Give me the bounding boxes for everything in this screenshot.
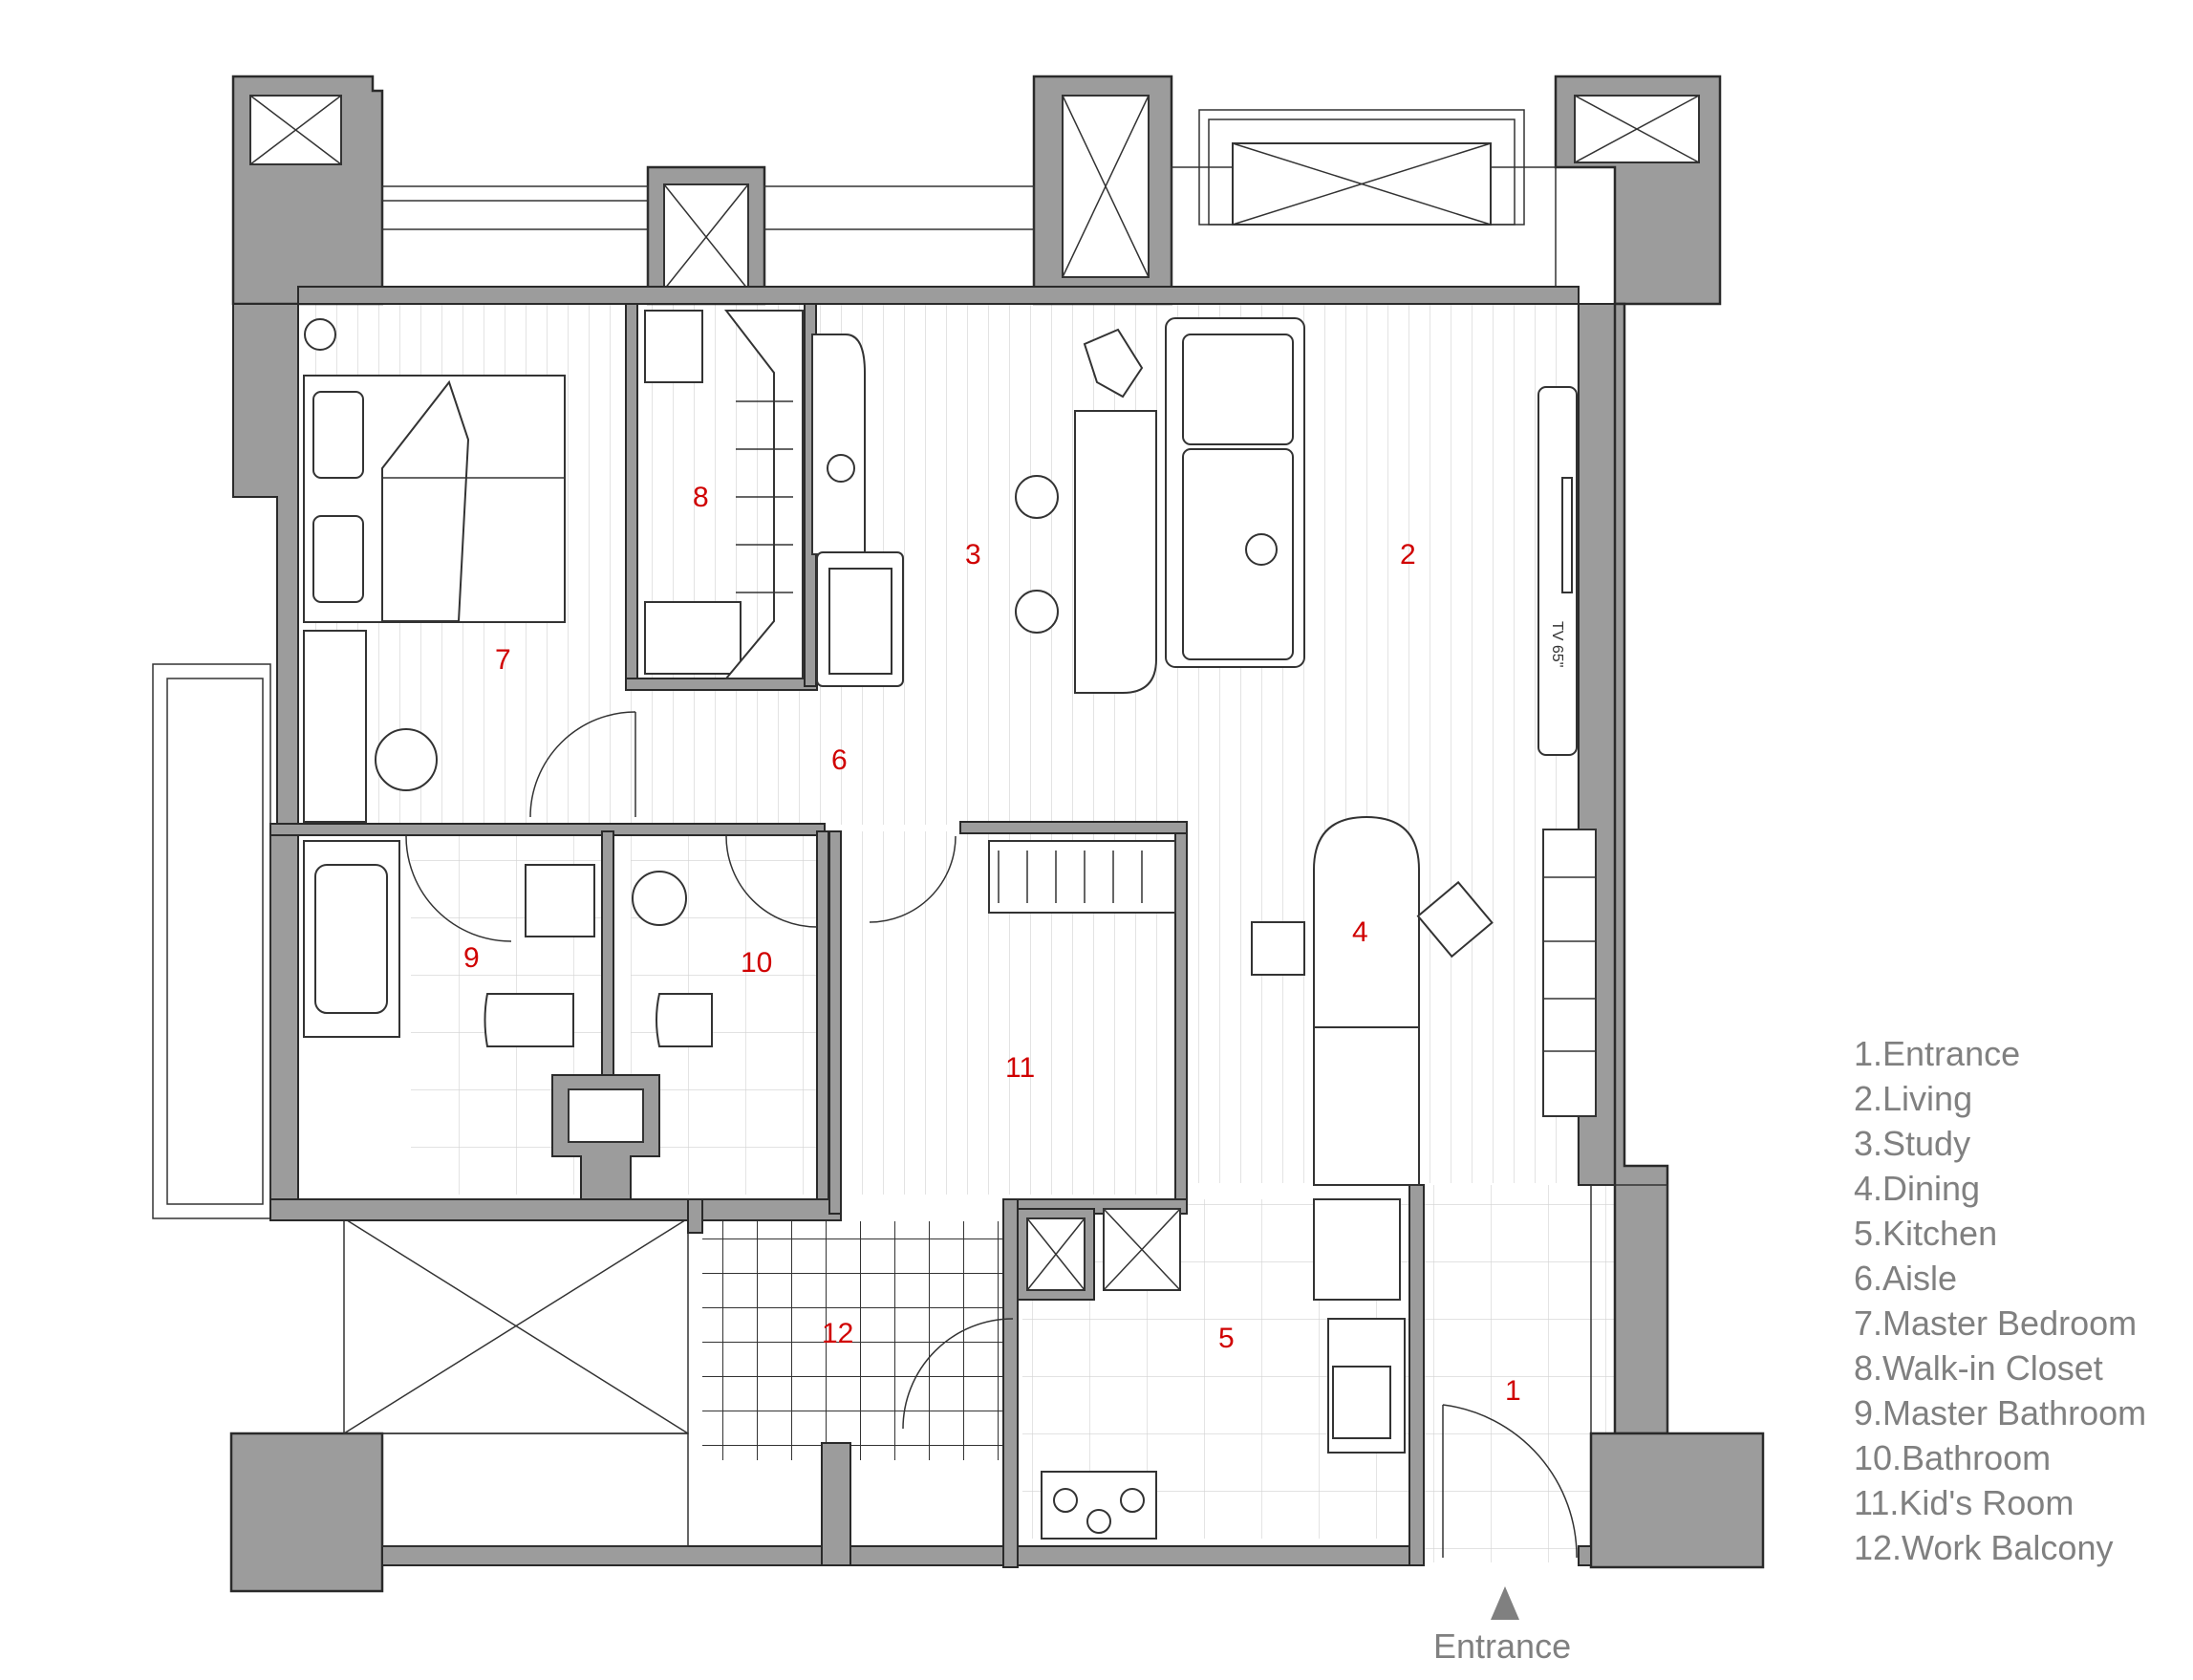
wall-bath-top: [269, 823, 826, 836]
chair-icon: [1015, 475, 1059, 519]
legend-item-11: 11.Kid's Room: [1854, 1483, 2074, 1522]
room-number-9: 9: [463, 942, 480, 974]
fixtures: TV 65": [303, 310, 1597, 1540]
toilet-icon: [656, 993, 713, 1047]
room-number-3: 3: [965, 539, 981, 571]
chair-icon: [1251, 921, 1305, 976]
wall-bottom-right: [1578, 1545, 1592, 1566]
person-icon: [1245, 533, 1278, 566]
wall-balcony-left: [687, 1198, 703, 1234]
legend-item-8: 8.Walk-in Closet: [1854, 1348, 2103, 1388]
room-number-4: 4: [1352, 916, 1368, 948]
sink-icon: [1332, 1366, 1391, 1439]
legend-item-5: 5.Kitchen: [1854, 1214, 1997, 1253]
entrance-label: Entrance: [1433, 1626, 1571, 1666]
entrance-arrow-icon: [1491, 1586, 1519, 1620]
stove-icon: [1041, 1471, 1157, 1540]
room-number-5: 5: [1218, 1323, 1235, 1354]
wall-kids-left: [828, 830, 842, 1215]
wall-mid-bottom: [687, 1198, 842, 1221]
floor-work-balcony: [702, 1221, 1003, 1460]
wall-bath-bottom: [269, 1198, 689, 1221]
interior-walls: [269, 303, 1425, 1568]
wall-bath-mid: [601, 830, 614, 1081]
wall-left-lower: [269, 823, 299, 1219]
room-number-11: 11: [1005, 1052, 1035, 1084]
room-number-1: 1: [1505, 1375, 1521, 1407]
doors: [405, 711, 1578, 1559]
wall-kids-right: [1174, 821, 1188, 1215]
dining-table: [1313, 815, 1420, 1028]
sofa-icon: [1074, 410, 1157, 694]
room-number-2: 2: [1400, 539, 1416, 571]
wall-kids-top: [959, 821, 1188, 834]
room-number-8: 8: [693, 482, 709, 513]
left-balcony: [152, 663, 271, 1219]
bathtub-icon: [303, 840, 400, 1038]
wall-bath-right: [816, 830, 829, 1210]
room-number-12: 12: [822, 1318, 853, 1349]
toilet-icon: [484, 993, 574, 1047]
legend-item-7: 7.Master Bedroom: [1854, 1303, 2137, 1343]
wall-kitchen-right: [1408, 1184, 1425, 1566]
legend-item-3: 3.Study: [1854, 1124, 1970, 1163]
legend-item-1: 1.Entrance: [1854, 1034, 2020, 1073]
wall-closet-left: [625, 303, 638, 687]
legend-item-10: 10.Bathroom: [1854, 1438, 2051, 1477]
tv-label: TV 65": [1549, 621, 1565, 667]
legend-item-12: 12.Work Balcony: [1854, 1528, 2113, 1567]
legend-item-9: 9.Master Bathroom: [1854, 1393, 2146, 1432]
wall-balcony-bottom: [821, 1442, 851, 1566]
chair-icon: [1416, 880, 1494, 958]
column-bottom-left: [229, 1432, 384, 1593]
room-numbers: 1 2 3 4 5 6 7 8 9 10 11 12: [463, 482, 1521, 1407]
wall-bottom: [381, 1545, 1425, 1566]
column-right-mid: [1613, 302, 1669, 1435]
legend-item-4: 4.Dining: [1854, 1169, 1980, 1208]
wall-balcony-right: [1002, 1198, 1019, 1568]
sink-icon: [632, 871, 687, 926]
chair-icon: [1015, 590, 1059, 634]
legend-item-6: 6.Aisle: [1854, 1259, 1957, 1298]
wall-left-upper: [232, 303, 299, 832]
column-bottom-right: [1589, 1432, 1765, 1569]
legend: 1.Entrance 2.Living 3.Study 4.Dining 5.K…: [1854, 1034, 2146, 1567]
wall-closet-bottom: [625, 678, 818, 691]
bed-icon: [303, 375, 566, 623]
room-number-7: 7: [495, 644, 511, 676]
room-number-10: 10: [741, 947, 772, 979]
chair-icon: [375, 728, 438, 791]
legend-item-2: 2.Living: [1854, 1079, 1972, 1118]
sink-icon: [525, 864, 595, 937]
wall-top: [297, 286, 1580, 305]
room-number-6: 6: [831, 744, 848, 776]
